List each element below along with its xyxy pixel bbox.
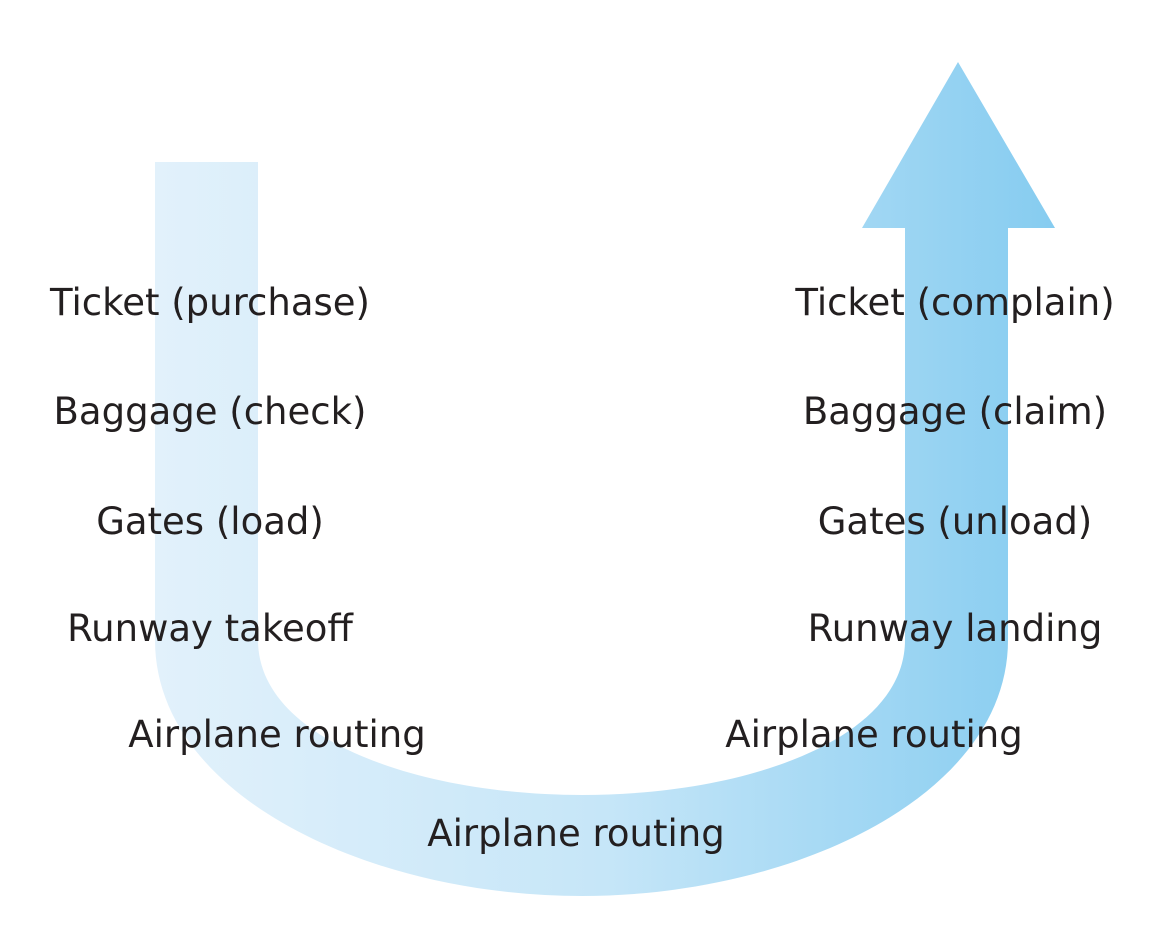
departure-routing-label: Airplane routing: [128, 713, 426, 756]
arrival-runway-label: Runway landing: [807, 607, 1103, 650]
arrival-ticket-label: Ticket (complain): [795, 281, 1115, 324]
middle-routing-label: Airplane routing: [427, 812, 725, 855]
departure-runway-label: Runway takeoff: [67, 607, 353, 650]
departure-gates-label: Gates (load): [96, 500, 324, 543]
departure-baggage-label: Baggage (check): [53, 390, 367, 433]
arrival-gates-label: Gates (unload): [817, 500, 1093, 543]
departure-ticket-label: Ticket (purchase): [50, 281, 370, 324]
arrival-routing-label: Airplane routing: [725, 713, 1023, 756]
arrival-baggage-label: Baggage (claim): [802, 390, 1108, 433]
u-turn-arrow-body: [155, 62, 1055, 896]
